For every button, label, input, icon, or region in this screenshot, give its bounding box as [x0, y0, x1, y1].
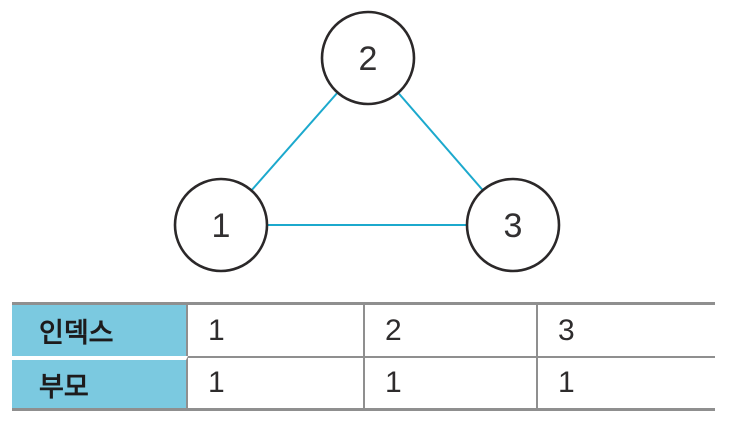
table-cell: 1	[188, 305, 365, 356]
node-label-3: 3	[504, 207, 523, 245]
parent-table: 인덱스 1 2 3 부모 1 1 1	[12, 302, 715, 411]
graph-node-1: 1	[173, 177, 269, 273]
graph-node-3: 3	[465, 177, 561, 273]
table-cell: 3	[538, 305, 715, 356]
graph-diagram: 1 2 3	[173, 10, 561, 273]
table-cell: 1	[188, 356, 365, 408]
table-row-index: 인덱스 1 2 3	[12, 305, 715, 356]
node-circle-2	[320, 10, 416, 106]
node-circle-1	[173, 177, 269, 273]
node-label-1: 1	[212, 207, 231, 245]
graph-nodes: 1 2 3	[173, 10, 561, 273]
row-header-index: 인덱스	[12, 305, 188, 356]
node-label-2: 2	[359, 40, 378, 78]
table-cell: 1	[538, 356, 715, 408]
table-row-parent: 부모 1 1 1	[12, 356, 715, 408]
graph-node-2: 2	[320, 10, 416, 106]
row-header-parent: 부모	[12, 356, 188, 408]
node-circle-3	[465, 177, 561, 273]
table-cell: 1	[365, 356, 538, 408]
table-cell: 2	[365, 305, 538, 356]
